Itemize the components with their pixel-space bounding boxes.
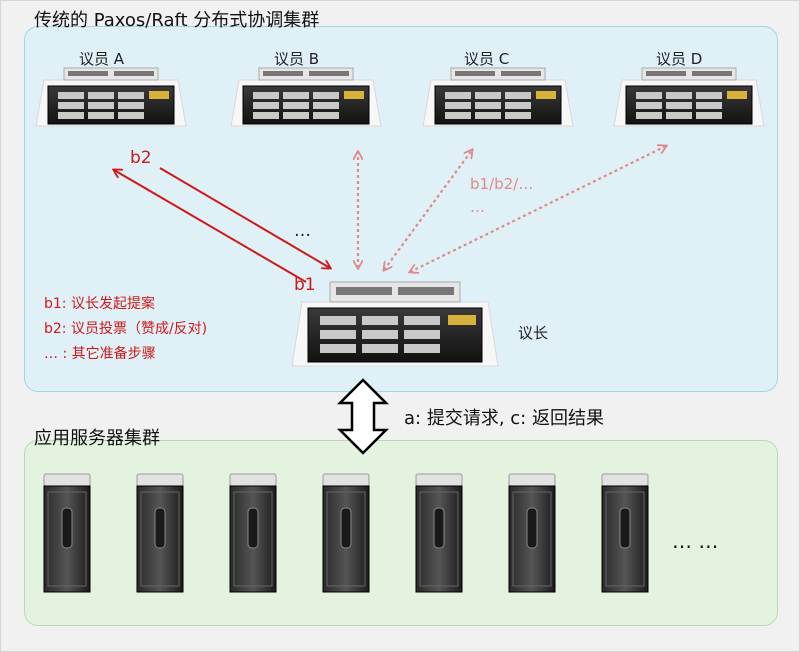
legend-item-b2: b2: 议员投票（赞成/反对) xyxy=(44,321,208,337)
legend: b1: 议长发起提案 b2: 议员投票（赞成/反对) … : 其它准备步骤 xyxy=(44,292,207,367)
legend-item-b1: b1: 议长发起提案 xyxy=(44,296,155,312)
more-servers-ellipsis: … … xyxy=(672,529,718,553)
member-d-label: 议员 D xyxy=(656,50,703,68)
dotted-arrow-c xyxy=(384,150,472,270)
member-a-server-icon xyxy=(35,67,187,127)
member-a-label: 议员 A xyxy=(79,50,125,68)
app-server-7-icon xyxy=(601,473,649,593)
member-d-server-icon xyxy=(613,67,765,127)
app-server-5-icon xyxy=(415,473,463,593)
app-server-4-icon xyxy=(322,473,370,593)
leader-label: 议长 xyxy=(518,324,549,342)
request-double-arrow xyxy=(336,378,390,455)
legend-item-other: … : 其它准备步骤 xyxy=(44,346,156,362)
request-label: a: 提交请求, c: 返回结果 xyxy=(404,408,604,429)
member-b-label: 议员 B xyxy=(274,50,320,68)
app-server-2-icon xyxy=(136,473,184,593)
member-c-server-icon xyxy=(422,67,574,127)
b1-label: b1 xyxy=(294,275,316,295)
b1-arrow xyxy=(159,167,330,268)
cluster-title: 传统的 Paxos/Raft 分布式协调集群 xyxy=(34,10,320,31)
app-server-3-icon xyxy=(229,473,277,593)
app-server-1-icon xyxy=(43,473,91,593)
member-b-server-icon xyxy=(230,67,382,127)
dotted-arrow-d xyxy=(410,146,666,272)
dotted-label-2: … xyxy=(470,198,485,216)
app-server-6-icon xyxy=(508,473,556,593)
member-c-label: 议员 C xyxy=(464,50,510,68)
b2-label: b2 xyxy=(130,148,152,168)
dotted-label: b1/b2/… xyxy=(470,175,533,193)
leader-server-icon xyxy=(291,281,499,367)
app-cluster-title: 应用服务器集群 xyxy=(34,428,160,449)
b2-arrow xyxy=(114,170,307,283)
ellipsis-label: … xyxy=(294,221,311,241)
